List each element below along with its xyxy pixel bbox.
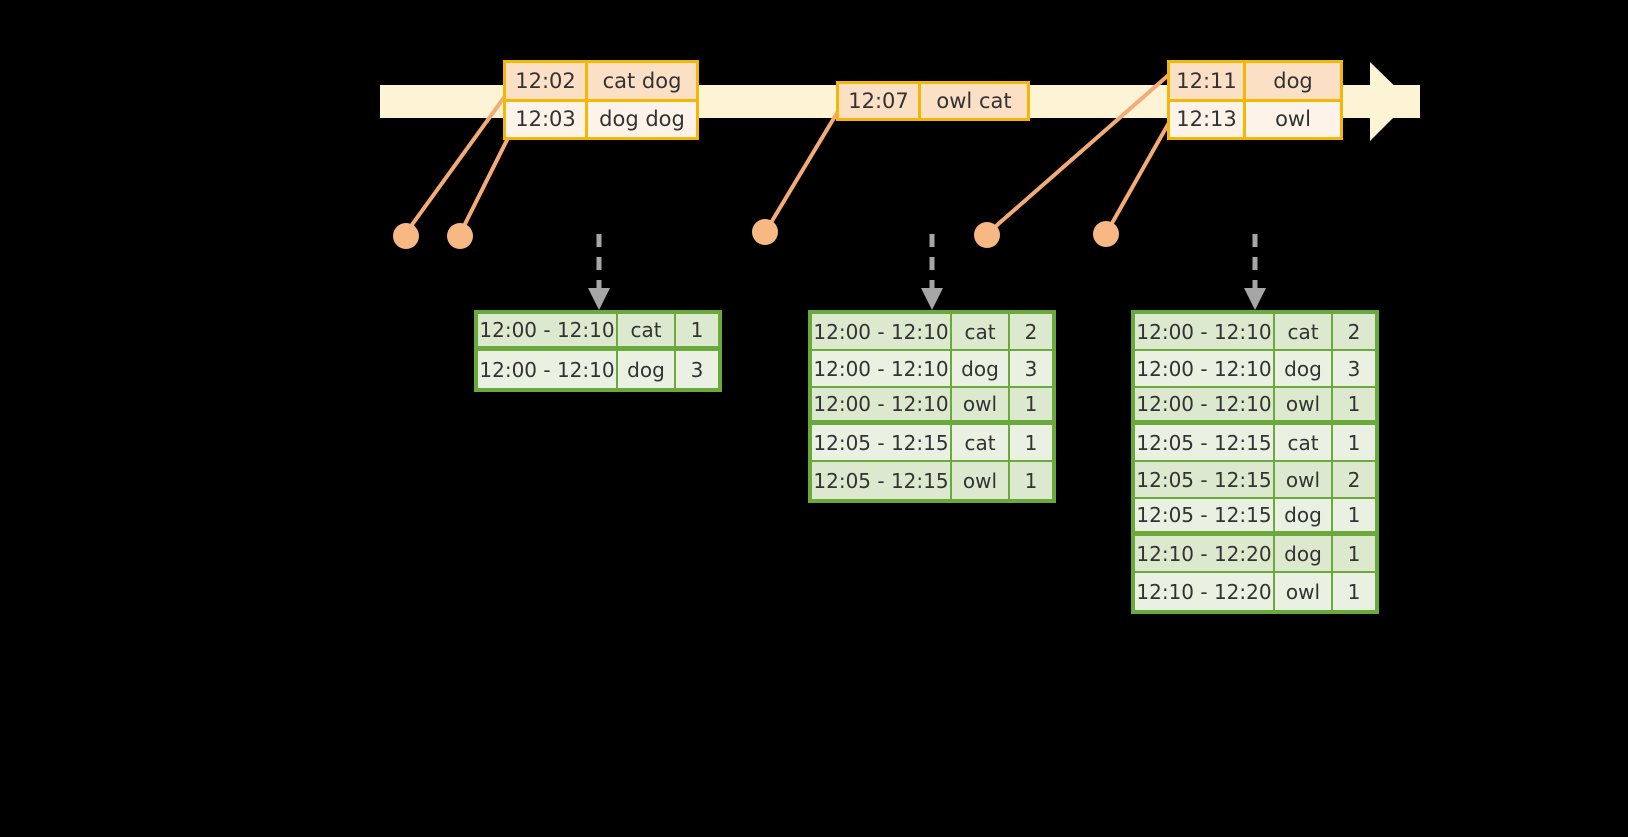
result-table-2[interactable]: 12:00 - 12:10 cat 2 12:00 - 12:10 dog 3 … [808,310,1056,503]
window-cell: 12:05 - 12:15 [812,462,952,499]
result-table-3[interactable]: 12:00 - 12:10 cat 2 12:00 - 12:10 dog 3 … [1131,310,1379,614]
count-cell: 1 [1024,468,1038,493]
table-row[interactable]: 12:00 - 12:10 cat 2 [812,314,1052,351]
window-cell: 12:10 - 12:20 [1135,573,1275,610]
count-cell: 3 [1024,356,1038,381]
window-cell: 12:05 - 12:15 [1135,499,1275,531]
count-cell: 1 [690,318,704,342]
table-row[interactable]: 12:05 - 12:15 cat 1 [812,425,1052,462]
window-cell: 12:05 - 12:15 [812,425,952,460]
connector-line-3 [764,106,842,233]
table-row[interactable]: 12:00 - 12:10 dog 3 [812,351,1052,388]
key-cell: cat [952,425,1010,460]
key-cell: owl [952,462,1010,499]
event-row[interactable]: 12:13 owl [1170,98,1340,137]
count-cell: 1 [1347,392,1361,416]
window-cell: 12:00 - 12:10 [478,351,618,388]
window-cell: 12:00 - 12:10 [1135,388,1275,420]
table-row[interactable]: 12:05 - 12:15 dog 1 [1135,499,1375,536]
event-value: owl [1275,107,1311,132]
key-cell: cat [952,314,1010,349]
event-row[interactable]: 12:02 cat dog [506,63,696,99]
result-table-1[interactable]: 12:00 - 12:10 cat 1 12:00 - 12:10 dog 3 [474,310,722,392]
count-cell: 1 [1347,430,1361,455]
table-row[interactable]: 12:00 - 12:10 owl 1 [1135,388,1375,425]
key-cell: dog [952,351,1010,386]
connector-dot-5 [1093,221,1119,247]
emit-arrow-head-2 [921,288,943,310]
table-row[interactable]: 12:05 - 12:15 owl 1 [812,462,1052,499]
key-cell: dog [618,351,676,388]
event-time: 12:11 [1170,63,1246,99]
table-row[interactable]: 12:00 - 12:10 owl 1 [812,388,1052,425]
count-cell: 1 [1024,430,1038,455]
window-cell: 12:05 - 12:15 [1135,425,1275,460]
count-cell: 1 [1347,503,1361,527]
connector-dot-2 [447,223,473,249]
connector-dot-3 [752,219,778,245]
table-row[interactable]: 12:10 - 12:20 dog 1 [1135,536,1375,573]
key-cell: owl [1275,573,1333,610]
count-cell: 1 [1024,392,1038,416]
window-cell: 12:00 - 12:10 [812,388,952,420]
count-cell: 3 [1347,356,1361,381]
event-time: 12:13 [1170,101,1246,137]
event-value: dog [1273,68,1313,93]
key-cell: dog [1275,351,1333,386]
window-cell: 12:00 - 12:10 [812,314,952,349]
table-row[interactable]: 12:00 - 12:10 dog 3 [1135,351,1375,388]
connector-line-5 [1105,110,1177,234]
key-cell: owl [1275,388,1333,420]
window-cell: 12:00 - 12:10 [1135,314,1275,349]
window-cell: 12:00 - 12:10 [478,314,618,346]
emit-arrow-head-1 [588,288,610,310]
key-cell: dog [1275,499,1333,531]
event-group-3[interactable]: 12:11 dog 12:13 owl [1167,60,1343,140]
count-cell: 2 [1347,467,1361,492]
event-value: cat dog [602,68,682,93]
key-cell: dog [1275,536,1333,571]
event-time: 12:03 [506,101,588,137]
event-group-2[interactable]: 12:07 owl cat [836,81,1030,121]
count-cell: 3 [690,357,704,382]
event-time: 12:02 [506,63,588,99]
connector-dot-4 [974,222,1000,248]
count-cell: 2 [1024,319,1038,344]
window-cell: 12:10 - 12:20 [1135,536,1275,571]
event-group-1[interactable]: 12:02 cat dog 12:03 dog dog [503,60,699,140]
table-row[interactable]: 12:00 - 12:10 dog 3 [478,351,718,388]
key-cell: owl [952,388,1010,420]
connector-dot-1 [393,223,419,249]
key-cell: cat [1275,314,1333,349]
event-time: 12:07 [839,84,921,118]
event-row[interactable]: 12:07 owl cat [839,84,1027,118]
table-row[interactable]: 12:05 - 12:15 cat 1 [1135,425,1375,462]
key-cell: cat [618,314,676,346]
event-value: dog dog [599,107,685,132]
count-cell: 2 [1347,319,1361,344]
table-row[interactable]: 12:05 - 12:15 owl 2 [1135,462,1375,499]
connector-line-1 [404,90,510,235]
event-row[interactable]: 12:03 dog dog [506,98,696,137]
window-cell: 12:00 - 12:10 [812,351,952,386]
count-cell: 1 [1347,579,1361,604]
count-cell: 1 [1347,541,1361,566]
key-cell: owl [1275,462,1333,497]
key-cell: cat [1275,425,1333,460]
table-row[interactable]: 12:00 - 12:10 cat 1 [478,314,718,351]
window-cell: 12:05 - 12:15 [1135,462,1275,497]
table-row[interactable]: 12:10 - 12:20 owl 1 [1135,573,1375,610]
emit-arrow-head-3 [1244,288,1266,310]
window-cell: 12:00 - 12:10 [1135,351,1275,386]
event-row[interactable]: 12:11 dog [1170,63,1340,99]
timeline-arrowhead [1370,62,1410,141]
event-value: owl cat [936,89,1012,113]
table-row[interactable]: 12:00 - 12:10 cat 2 [1135,314,1375,351]
